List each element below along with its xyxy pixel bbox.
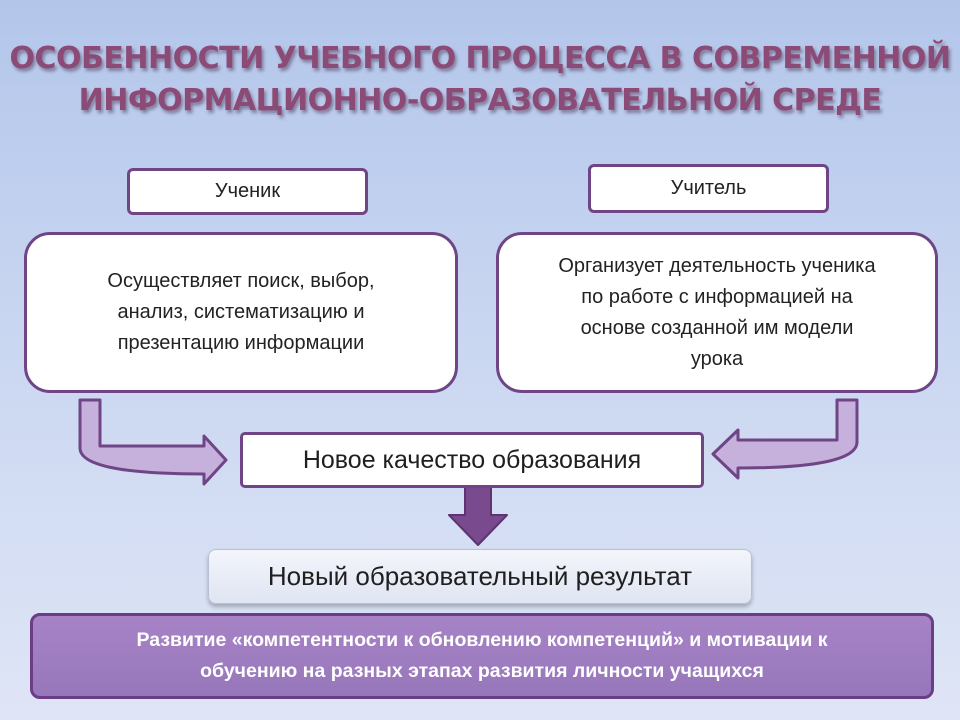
new-result-box: Новый образовательный результат [208, 549, 752, 604]
left-bent-arrow [78, 398, 228, 486]
slide-title: ОСОБЕННОСТИ УЧЕБНОГО ПРОЦЕССА В СОВРЕМЕН… [0, 38, 960, 122]
teacher-description-line: основе созданной им модели [580, 316, 854, 339]
student-label-box: Ученик [127, 168, 368, 215]
student-label: Ученик [214, 180, 281, 202]
student-description-box: Осуществляет поиск, выбор, анализ, систе… [24, 232, 458, 393]
new-quality-text: Новое качество образования [302, 445, 642, 474]
title-line-2: ИНФОРМАЦИОННО-ОБРАЗОВАТЕЛЬНОЙ СРЕДЕ [78, 83, 882, 118]
right-bent-arrow [711, 398, 859, 480]
new-quality-box: Новое качество образования [240, 432, 704, 488]
student-description-line: Осуществляет поиск, выбор, [107, 270, 375, 292]
banner-line: обучению на разных этапах развития лично… [200, 660, 764, 682]
teacher-description-line: по работе с информацией на [581, 285, 853, 308]
new-result-text: Новый образовательный результат [267, 561, 693, 591]
student-description-line: анализ, систематизацию и [117, 301, 365, 323]
teacher-description-line: урока [690, 347, 744, 370]
teacher-description-line: Организует деятельность ученика [558, 254, 876, 277]
teacher-label-box: Учитель [588, 164, 829, 213]
student-description-line: презентацию информации [117, 332, 365, 354]
teacher-label: Учитель [670, 177, 747, 199]
down-arrow [448, 483, 508, 546]
banner-line: Развитие «компетентности к обновлению ко… [136, 629, 828, 651]
development-banner: Развитие «компетентности к обновлению ко… [30, 613, 934, 699]
title-line-1: ОСОБЕННОСТИ УЧЕБНОГО ПРОЦЕССА В СОВРЕМЕН… [9, 41, 951, 76]
teacher-description-box: Организует деятельность ученика по работ… [496, 232, 938, 393]
